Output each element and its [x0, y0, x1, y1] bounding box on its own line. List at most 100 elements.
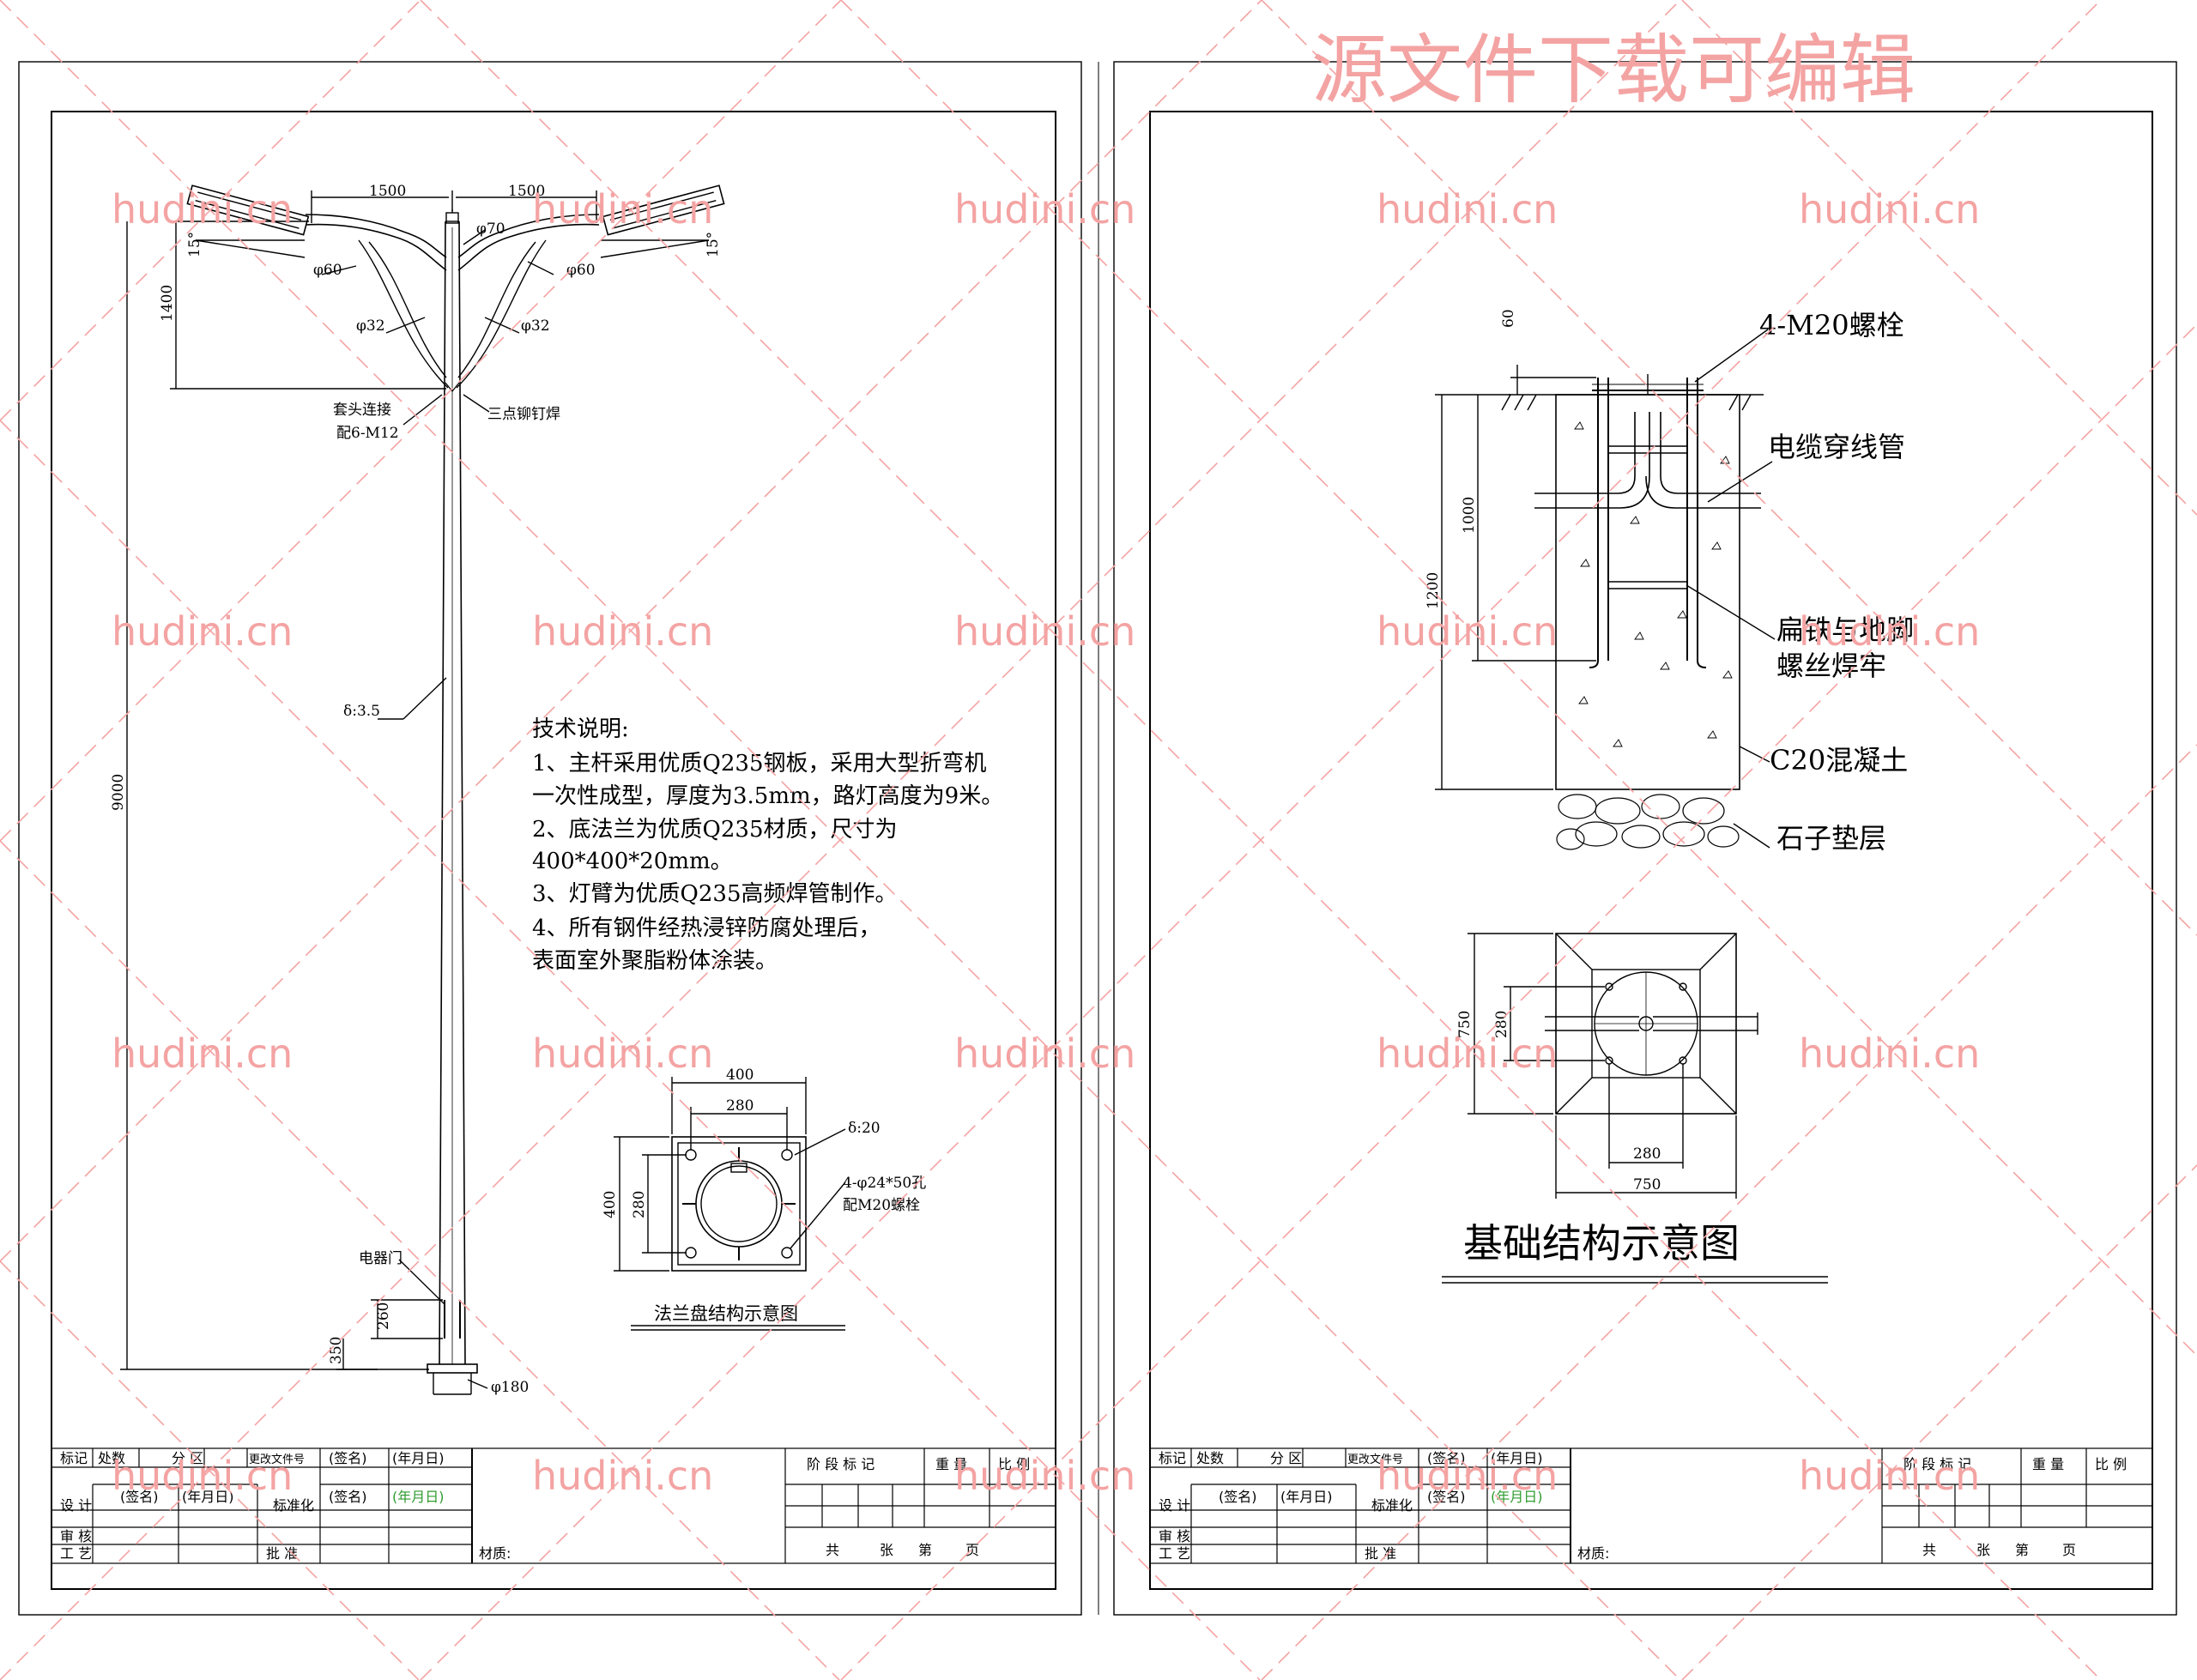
concrete-label: C20混凝土	[1770, 744, 1908, 777]
base-diameter: φ180	[491, 1379, 529, 1396]
foundation-depth: 1200	[1425, 572, 1442, 609]
tb-approve: 批 准	[1365, 1545, 1396, 1562]
sheet-right-frame	[1113, 61, 2177, 1616]
tech-note-line: 一次性成型，厚度为3.5mm，路灯高度为9米。	[532, 783, 1003, 809]
watermark-site: hudini.cn	[1799, 1030, 1980, 1077]
watermark-site: hudini.cn	[532, 1453, 713, 1499]
anchor-depth: 1000	[1461, 497, 1478, 534]
watermark-site: hudini.cn	[532, 186, 713, 233]
weld-label-2: 螺丝焊牢	[1776, 650, 1886, 682]
flange-width: 400	[726, 1067, 754, 1084]
watermark-site: hudini.cn	[1377, 1453, 1558, 1499]
title-block-right	[1149, 1447, 2153, 1564]
tb-approve: 批 准	[266, 1545, 298, 1562]
tilt-right: 15°	[705, 232, 722, 257]
tb-design-sign: (签名)	[120, 1489, 159, 1505]
tb-std-sign: (签名)	[329, 1489, 367, 1505]
watermark-banner: 源文件下载可编辑	[1311, 26, 1916, 114]
tech-note-line: 2、底法兰为优质Q235材质，尺寸为	[532, 817, 897, 843]
tb-stage: 阶 段 标 记	[807, 1456, 875, 1472]
tb-count: 处数	[98, 1450, 125, 1466]
tech-notes-heading: 技术说明:	[532, 716, 629, 742]
foundation-section-text: 60 4-M20螺栓 电缆穿线管 1000 1200 扁铁与地脚 螺丝焊牢 C2…	[1425, 309, 1914, 855]
tb-design: 设 计	[1159, 1497, 1190, 1514]
foundation-title: 基础结构示意图	[1463, 1220, 1740, 1266]
watermark-text: hudini.cn hudini.cn hudini.cn hudini.cn …	[112, 26, 1980, 1499]
title-block-right-text: 标记 处数 分 区 更改文件号 (签名) (年月日) 设 计 (签名) (年月日…	[1159, 1450, 2127, 1562]
tb-design-date: (年月日)	[182, 1489, 234, 1505]
tb-std-date: (年月日)	[392, 1489, 445, 1505]
tech-note-line: 1、主杆采用优质Q235钢板，采用大型折弯机	[532, 751, 986, 777]
tb-count: 处数	[1196, 1450, 1224, 1466]
watermark-site: hudini.cn	[112, 1453, 293, 1499]
tb-sheet-unit: 张	[1976, 1542, 1990, 1558]
watermark-site: hudini.cn	[1799, 1453, 1980, 1499]
tb-scale: 比 例	[998, 1456, 1030, 1472]
rivet-label: 三点铆钉焊	[487, 406, 560, 423]
brace-diameter-right: φ32	[521, 317, 550, 335]
flange-hole-bolts: 配M20螺栓	[843, 1197, 920, 1214]
bolt-protrusion: 60	[1500, 309, 1517, 328]
pole-dimension-text: 1500 1500 φ70 φ60 φ60 φ32 φ32 15° 15° 14…	[110, 183, 722, 1396]
tech-note-line: 4、所有钢件经热浸锌防腐处理后，	[532, 916, 881, 941]
foundation-section	[1435, 329, 1776, 850]
tb-standard: 标准化	[1371, 1497, 1413, 1514]
watermark-site: hudini.cn	[112, 186, 293, 233]
tb-material: 材质:	[479, 1545, 511, 1562]
tb-mark: 标记	[60, 1450, 88, 1466]
door-height: 260	[375, 1302, 392, 1330]
plan-side: 750	[1456, 1011, 1474, 1038]
arm-height: 1400	[159, 285, 176, 322]
tb-weight: 重 量	[2032, 1456, 2064, 1472]
gravel-label: 石子垫层	[1776, 822, 1886, 855]
watermark-site: hudini.cn	[954, 1030, 1135, 1077]
tb-review: 审 核	[1159, 1528, 1190, 1544]
sleeve-bolts: 配6-M12	[336, 425, 399, 442]
tb-standard: 标准化	[273, 1497, 314, 1514]
tech-note-line: 3、灯臂为优质Q235高频焊管制作。	[532, 881, 897, 907]
title-block-left-text: 标记 处数 分 区 更改文件号 (签名) (年月日) 设 计 (签名) (年月日…	[60, 1450, 1030, 1562]
watermark-site: hudini.cn	[954, 1453, 1135, 1499]
watermark-site: hudini.cn	[1377, 1030, 1558, 1077]
door-offset: 350	[328, 1337, 345, 1364]
arm-diameter-right: φ60	[566, 262, 596, 279]
watermark-site: hudini.cn	[112, 1030, 293, 1077]
tb-sign: (签名)	[329, 1450, 367, 1466]
tb-mark: 标记	[1159, 1450, 1186, 1466]
tb-sign: (签名)	[1427, 1450, 1466, 1466]
flange-bolt-span-side: 280	[631, 1191, 648, 1218]
tb-date: (年月日)	[1491, 1450, 1543, 1466]
plan-bolt-bottom: 280	[1633, 1145, 1661, 1163]
tb-sheet-no: 第	[2015, 1542, 2029, 1558]
tb-process: 工 艺	[1159, 1545, 1190, 1562]
tb-material: 材质:	[1577, 1545, 1609, 1562]
flange-title: 法兰盘结构示意图	[654, 1303, 798, 1324]
tb-design: 设 计	[60, 1497, 92, 1514]
foundation-plan	[1442, 933, 1828, 1284]
watermark-site: hudini.cn	[112, 608, 293, 655]
tb-design-date: (年月日)	[1280, 1489, 1333, 1505]
tb-stage: 阶 段 标 记	[1903, 1456, 1971, 1472]
plan-bolt-side: 280	[1493, 1011, 1510, 1038]
tb-sheet-total: 共	[826, 1542, 839, 1558]
tb-scale: 比 例	[2095, 1456, 2127, 1472]
flange-holes: 4-φ24*50孔	[843, 1175, 926, 1192]
tb-sheet-total: 共	[1922, 1542, 1936, 1558]
sleeve-label: 套头连接	[333, 402, 391, 419]
tb-change-doc: 更改文件号	[249, 1453, 305, 1466]
watermark-site: hudini.cn	[954, 608, 1135, 655]
watermark-site: hudini.cn	[1799, 608, 1980, 655]
watermark-site: hudini.cn	[1799, 186, 1980, 233]
watermark-site: hudini.cn	[1377, 608, 1558, 655]
watermark-site: hudini.cn	[532, 608, 713, 655]
tb-process: 工 艺	[60, 1545, 92, 1562]
tb-change-doc: 更改文件号	[1347, 1453, 1403, 1466]
tb-zone: 分 区	[172, 1450, 203, 1466]
tb-sheet-no: 第	[918, 1542, 932, 1558]
bolt-label: 4-M20螺栓	[1759, 309, 1904, 341]
tb-design-sign: (签名)	[1219, 1489, 1257, 1505]
cable-pipe-label: 电缆穿线管	[1768, 431, 1905, 463]
tb-sheet-unit: 张	[880, 1542, 893, 1558]
